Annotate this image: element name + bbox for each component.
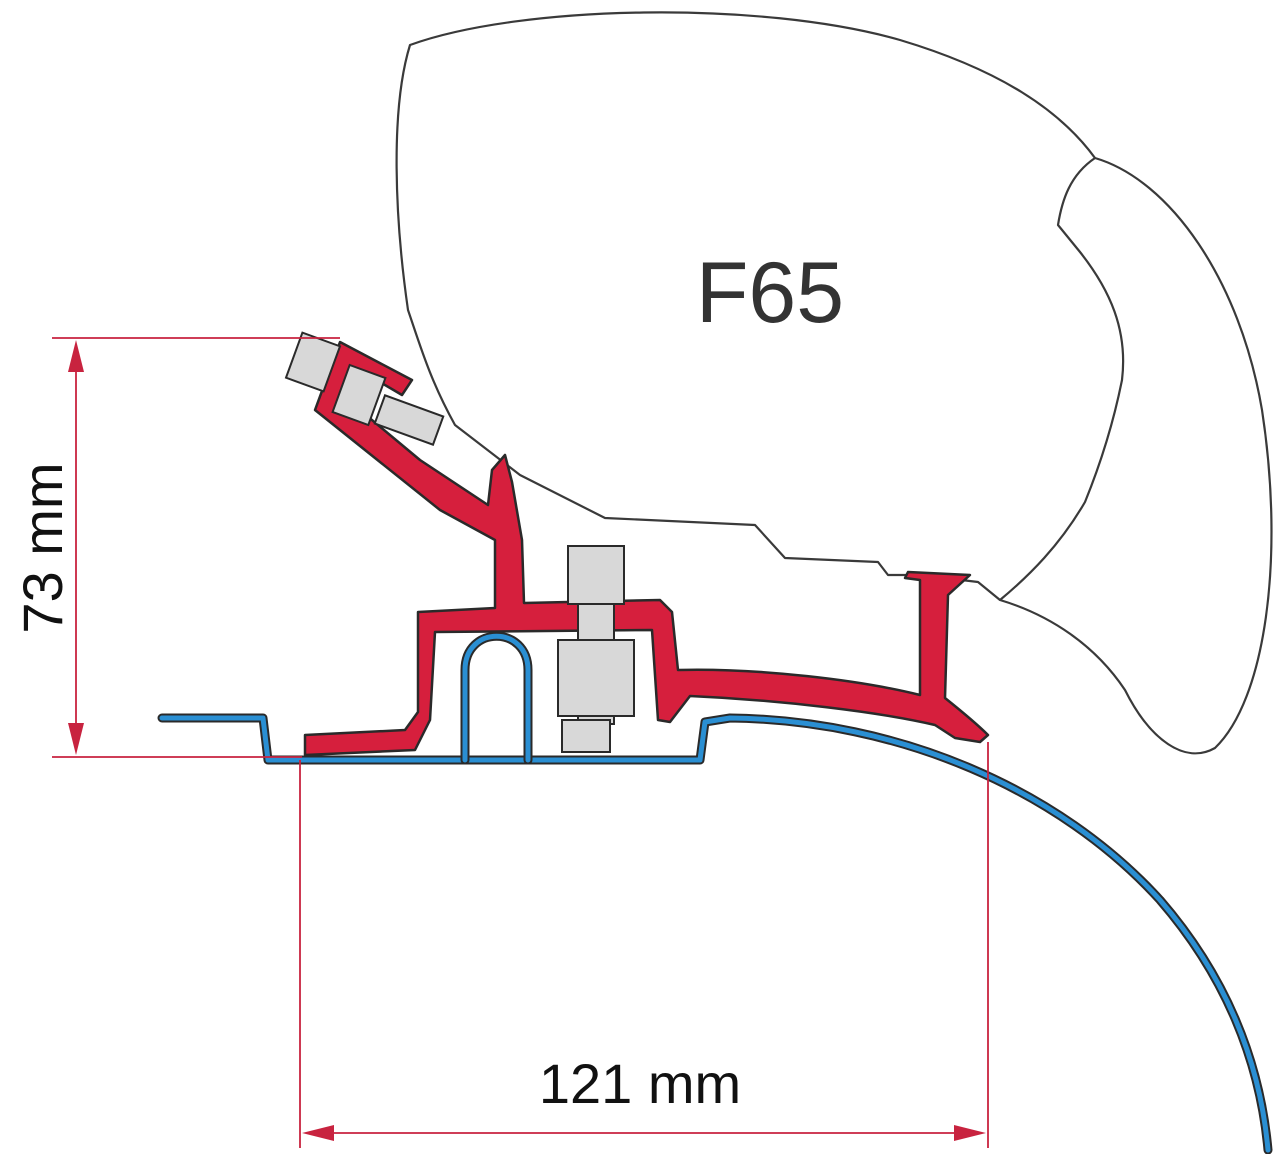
width-dimension: 121 mm	[299, 742, 989, 1148]
awning-housing: F65	[395, 11, 1273, 755]
vehicle-roof-profile	[157, 631, 1273, 1154]
model-label: F65	[696, 245, 844, 341]
height-label: 73 mm	[11, 462, 74, 633]
width-label: 121 mm	[539, 1052, 741, 1115]
adapter-bracket	[284, 331, 990, 757]
vertical-bolt	[567, 545, 625, 605]
height-dimension: 73 mm	[11, 337, 340, 758]
clamp-bolt-head	[284, 331, 342, 393]
